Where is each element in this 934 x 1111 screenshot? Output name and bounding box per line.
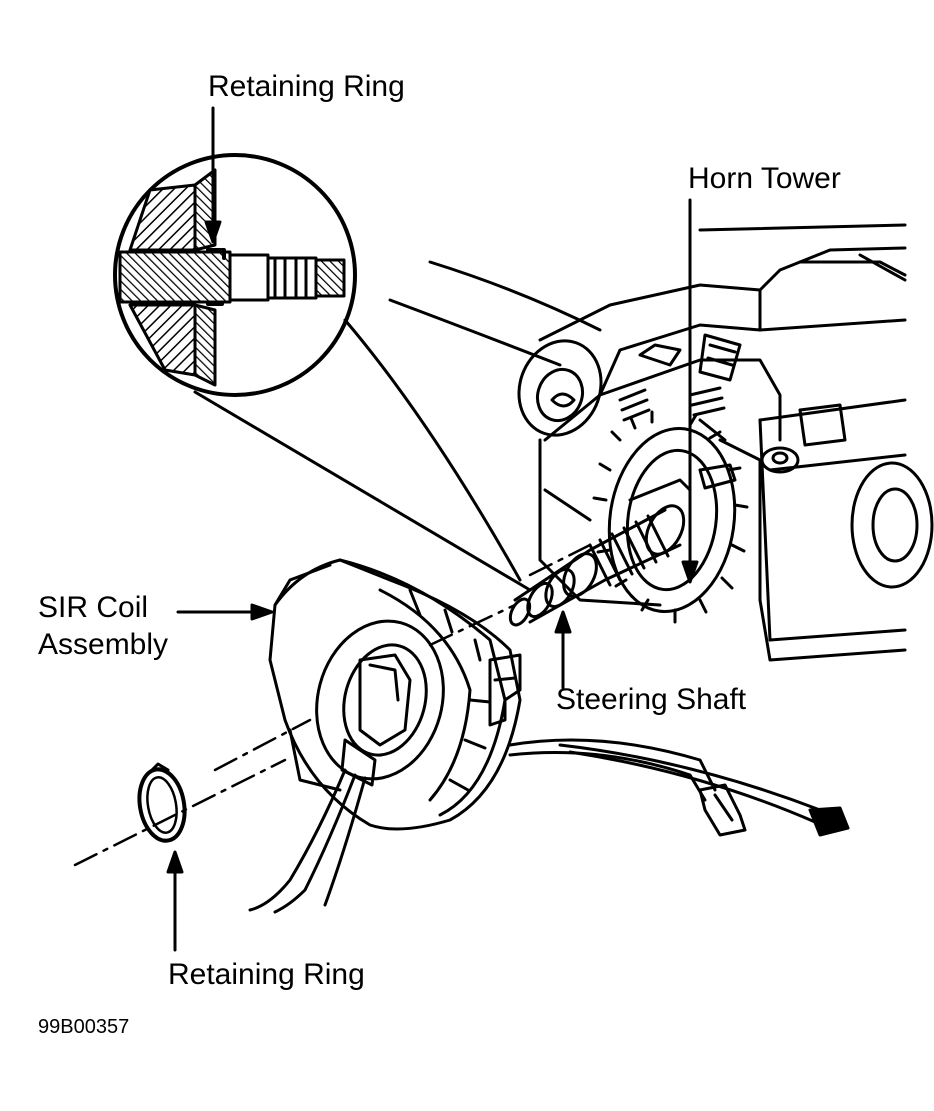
label-retaining-ring-bottom: Retaining Ring bbox=[168, 958, 365, 991]
label-sir-coil-line1: SIR Coil bbox=[38, 591, 149, 624]
assembly-axis-lines bbox=[73, 543, 592, 867]
leader-retaining-ring-bottom bbox=[166, 850, 184, 952]
leader-horn-tower bbox=[681, 198, 699, 584]
horn-tower-ring bbox=[592, 410, 749, 624]
label-horn-tower: Horn Tower bbox=[688, 162, 841, 195]
leader-sir-coil bbox=[176, 603, 274, 621]
detail-magnifier bbox=[113, 153, 532, 592]
label-retaining-ring-top: Retaining Ring bbox=[208, 70, 405, 103]
label-steering-shaft: Steering Shaft bbox=[556, 683, 747, 716]
figure-id: 99B00357 bbox=[38, 1016, 130, 1038]
leader-steering-shaft bbox=[554, 610, 572, 690]
leader-retaining-ring-top bbox=[204, 106, 222, 244]
coil-wiring-harness bbox=[248, 738, 850, 914]
steering-shaft bbox=[508, 478, 692, 627]
sir-coil-assembly bbox=[268, 558, 522, 831]
steering-column-housing bbox=[388, 223, 934, 662]
label-sir-coil-line2: Assembly bbox=[38, 628, 169, 661]
retaining-ring-part bbox=[137, 762, 187, 843]
